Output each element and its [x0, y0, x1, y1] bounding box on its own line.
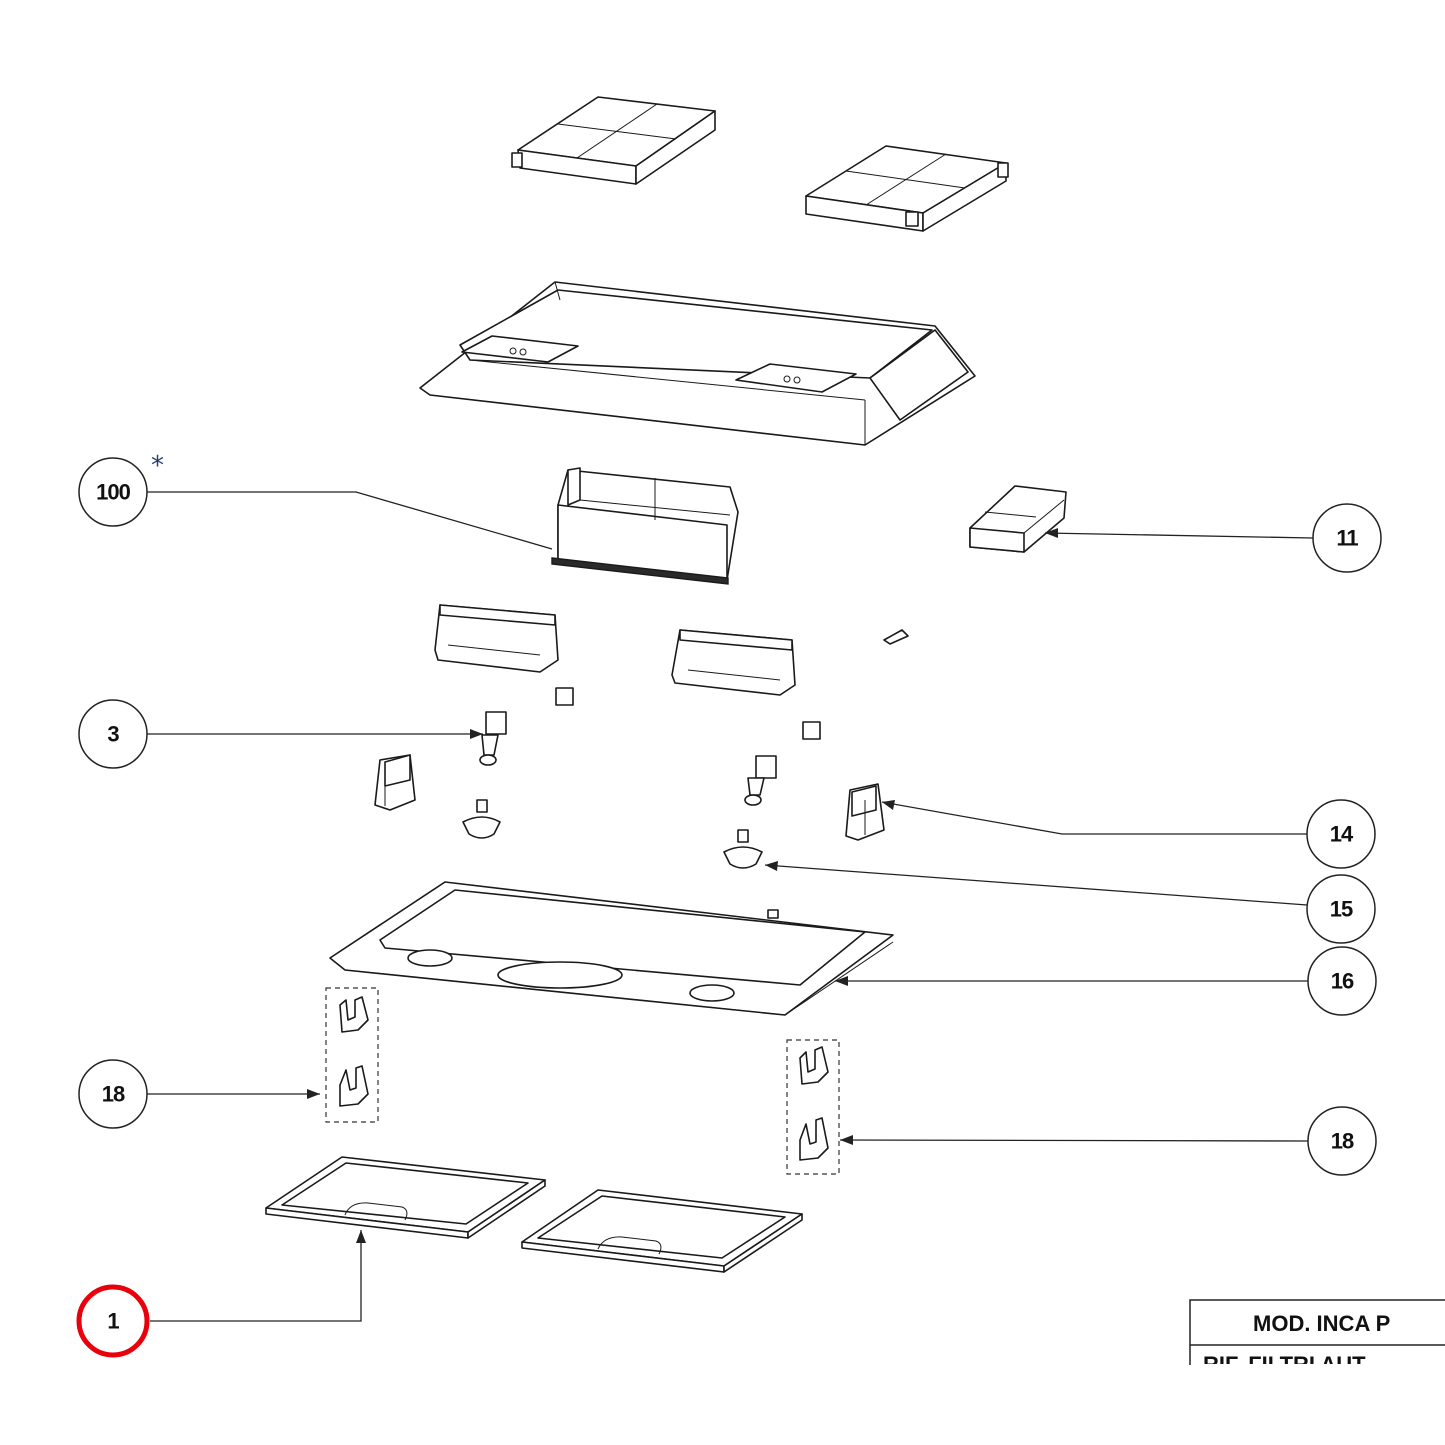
lamp-bracket-right: [671, 629, 796, 696]
title-block-model: MOD. INCA P: [1253, 1311, 1390, 1336]
callout-1-label: 1: [107, 1309, 119, 1334]
callout-1-highlighted: 1: [76, 1284, 150, 1358]
carbon-filter-right: [805, 145, 1009, 232]
callout-100-label: 100: [96, 480, 130, 505]
hood-upper-housing: [419, 281, 976, 446]
switch-block-left: [374, 754, 416, 811]
callout-3: 3: [78, 699, 148, 769]
clip-group-right: [786, 1039, 840, 1175]
callout-14-label: 14: [1330, 822, 1354, 847]
callout-14: 14: [1306, 799, 1376, 869]
clip-small: [883, 629, 909, 645]
callout-11: 11: [1312, 503, 1382, 573]
connector-right: [802, 721, 821, 740]
callout-11-label: 11: [1336, 526, 1358, 551]
title-block-subtitle: RIF. FILTRI AUT.: [1203, 1352, 1369, 1377]
callout-16-label: 16: [1331, 969, 1354, 994]
transformer-11: [969, 485, 1067, 553]
note-asterisk: *: [151, 451, 164, 481]
callout-3-label: 3: [107, 722, 119, 747]
halogen-lamp-15: [723, 829, 763, 869]
lamp-holder-3-left: [479, 711, 507, 766]
callout-18-right-label: 18: [1331, 1129, 1354, 1154]
callout-18-left: 18: [78, 1059, 148, 1129]
halogen-lamp-left: [462, 799, 501, 839]
callout-18-right: 18: [1307, 1106, 1377, 1176]
callout-15-label: 15: [1330, 897, 1353, 922]
motor-box-100: [551, 467, 739, 585]
carbon-filter-left: [511, 96, 716, 185]
title-block: MOD. INCA P RIF. FILTRI AUT.: [1189, 1299, 1445, 1377]
lower-panel-16: [329, 881, 894, 1016]
callout-16: 16: [1307, 946, 1377, 1016]
callout-15: 15: [1306, 874, 1376, 944]
grease-filter-right: [521, 1189, 803, 1273]
grease-filter-left: [265, 1156, 546, 1239]
leader-lines: [147, 491, 1314, 1322]
lamp-holder-3-right: [744, 755, 777, 806]
clip-group-left: [325, 987, 379, 1123]
lamp-bracket-left: [434, 604, 559, 673]
switch-block-14: [845, 783, 885, 841]
callout-100: 100: [78, 457, 148, 527]
callout-18-left-label: 18: [102, 1082, 125, 1107]
connector-left: [555, 687, 574, 706]
